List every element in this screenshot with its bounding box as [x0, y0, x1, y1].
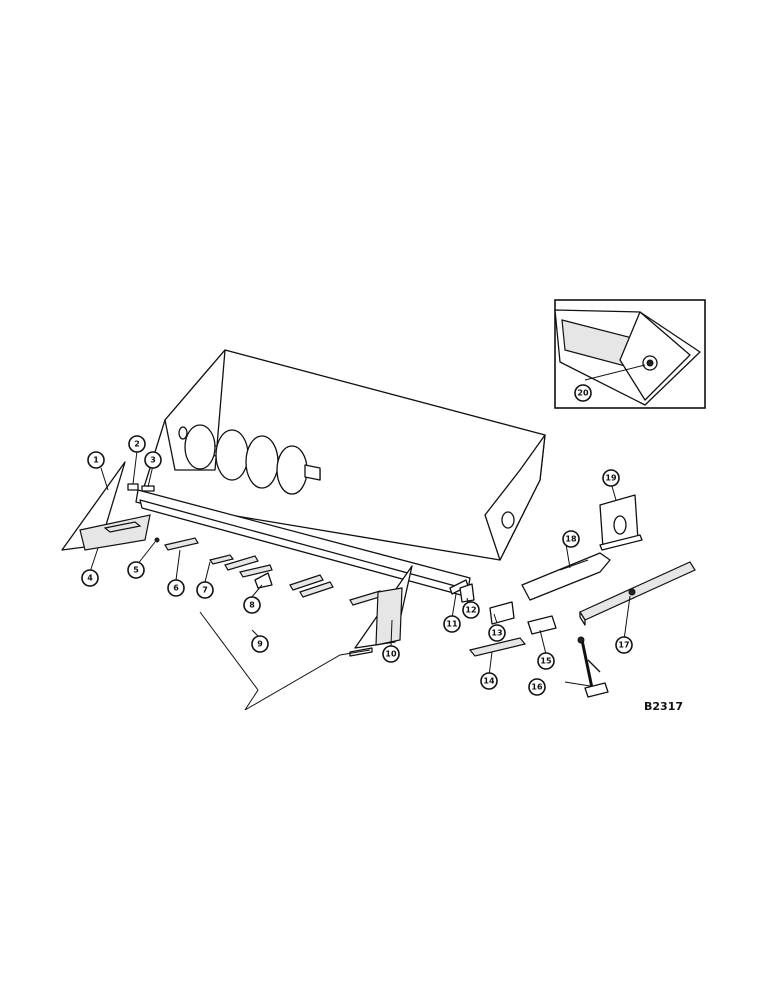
callout-label: 19	[605, 474, 617, 483]
callout-15: 15	[537, 652, 555, 670]
callout-12: 12	[462, 601, 480, 619]
callout-label: 10	[385, 650, 397, 659]
part-13	[489, 601, 515, 625]
part-17-bar	[579, 561, 696, 626]
callout-18: 18	[562, 530, 580, 548]
callout-label: 1	[93, 456, 99, 465]
callout-circle	[382, 645, 400, 663]
callout-circle	[443, 615, 461, 633]
callout-label: 3	[150, 456, 156, 465]
part-14	[468, 637, 527, 657]
callout-label: 12	[465, 606, 476, 615]
callout-label: 2	[134, 440, 140, 449]
callout-circle	[167, 579, 185, 597]
callout-13: 13	[488, 624, 506, 642]
callout-circle	[537, 652, 555, 670]
callout-label: 16	[531, 683, 543, 692]
callout-label: 15	[540, 657, 552, 666]
callout-7: 7	[196, 581, 214, 599]
callout-6: 6	[167, 579, 185, 597]
callout-17: 17	[615, 636, 633, 654]
callout-label: 4	[87, 574, 93, 583]
callout-label: 17	[618, 641, 629, 650]
header-trough	[135, 349, 546, 599]
callout-5: 5	[127, 561, 145, 579]
callout-14: 14	[480, 672, 498, 690]
part-15	[527, 615, 557, 635]
callout-20: 20	[574, 384, 592, 402]
callout-label: 8	[249, 601, 255, 610]
callout-circle	[602, 469, 620, 487]
callout-label: 7	[202, 586, 208, 595]
callout-leaders	[89, 450, 631, 687]
part-19-endplate	[599, 494, 643, 551]
callout-circle	[488, 624, 506, 642]
part-2-plate	[127, 483, 139, 491]
callout-circle	[127, 561, 145, 579]
callout-1: 1	[87, 451, 105, 469]
callout-10: 10	[382, 645, 400, 663]
callout-label: 11	[446, 620, 458, 629]
part-9-wire	[199, 611, 371, 711]
callout-circle	[615, 636, 633, 654]
callout-19: 19	[602, 469, 620, 487]
callout-8: 8	[243, 596, 261, 614]
callout-circle	[462, 601, 480, 619]
callout-label: 13	[491, 629, 502, 638]
callout-label: 14	[483, 677, 495, 686]
callout-label: 20	[577, 389, 589, 398]
callout-circle	[528, 678, 546, 696]
callout-circle	[81, 569, 99, 587]
callout-label: 5	[133, 566, 139, 575]
right-divider	[349, 565, 413, 657]
callout-circle	[144, 451, 162, 469]
callout-label: 18	[565, 535, 577, 544]
part-16-stand	[577, 636, 609, 698]
figure-code: B2317	[644, 700, 683, 713]
callout-circle	[562, 530, 580, 548]
inset-detail	[554, 299, 706, 409]
callout-label: 6	[173, 584, 179, 593]
callout-label: 9	[257, 640, 263, 649]
callout-circle	[251, 635, 269, 653]
callout-16: 16	[528, 678, 546, 696]
part-12	[459, 583, 475, 603]
callout-circle	[574, 384, 592, 402]
callout-circle	[196, 581, 214, 599]
part-18-plate	[521, 552, 611, 601]
callout-4: 4	[81, 569, 99, 587]
callout-11: 11	[443, 615, 461, 633]
callout-3: 3	[144, 451, 162, 469]
left-divider	[61, 461, 151, 551]
callout-9: 9	[251, 635, 269, 653]
callout-circle	[243, 596, 261, 614]
knife-guards	[103, 521, 384, 606]
callout-circle	[480, 672, 498, 690]
callout-circle	[87, 451, 105, 469]
auger	[184, 424, 321, 495]
callout-circle	[128, 435, 146, 453]
callout-2: 2	[128, 435, 146, 453]
